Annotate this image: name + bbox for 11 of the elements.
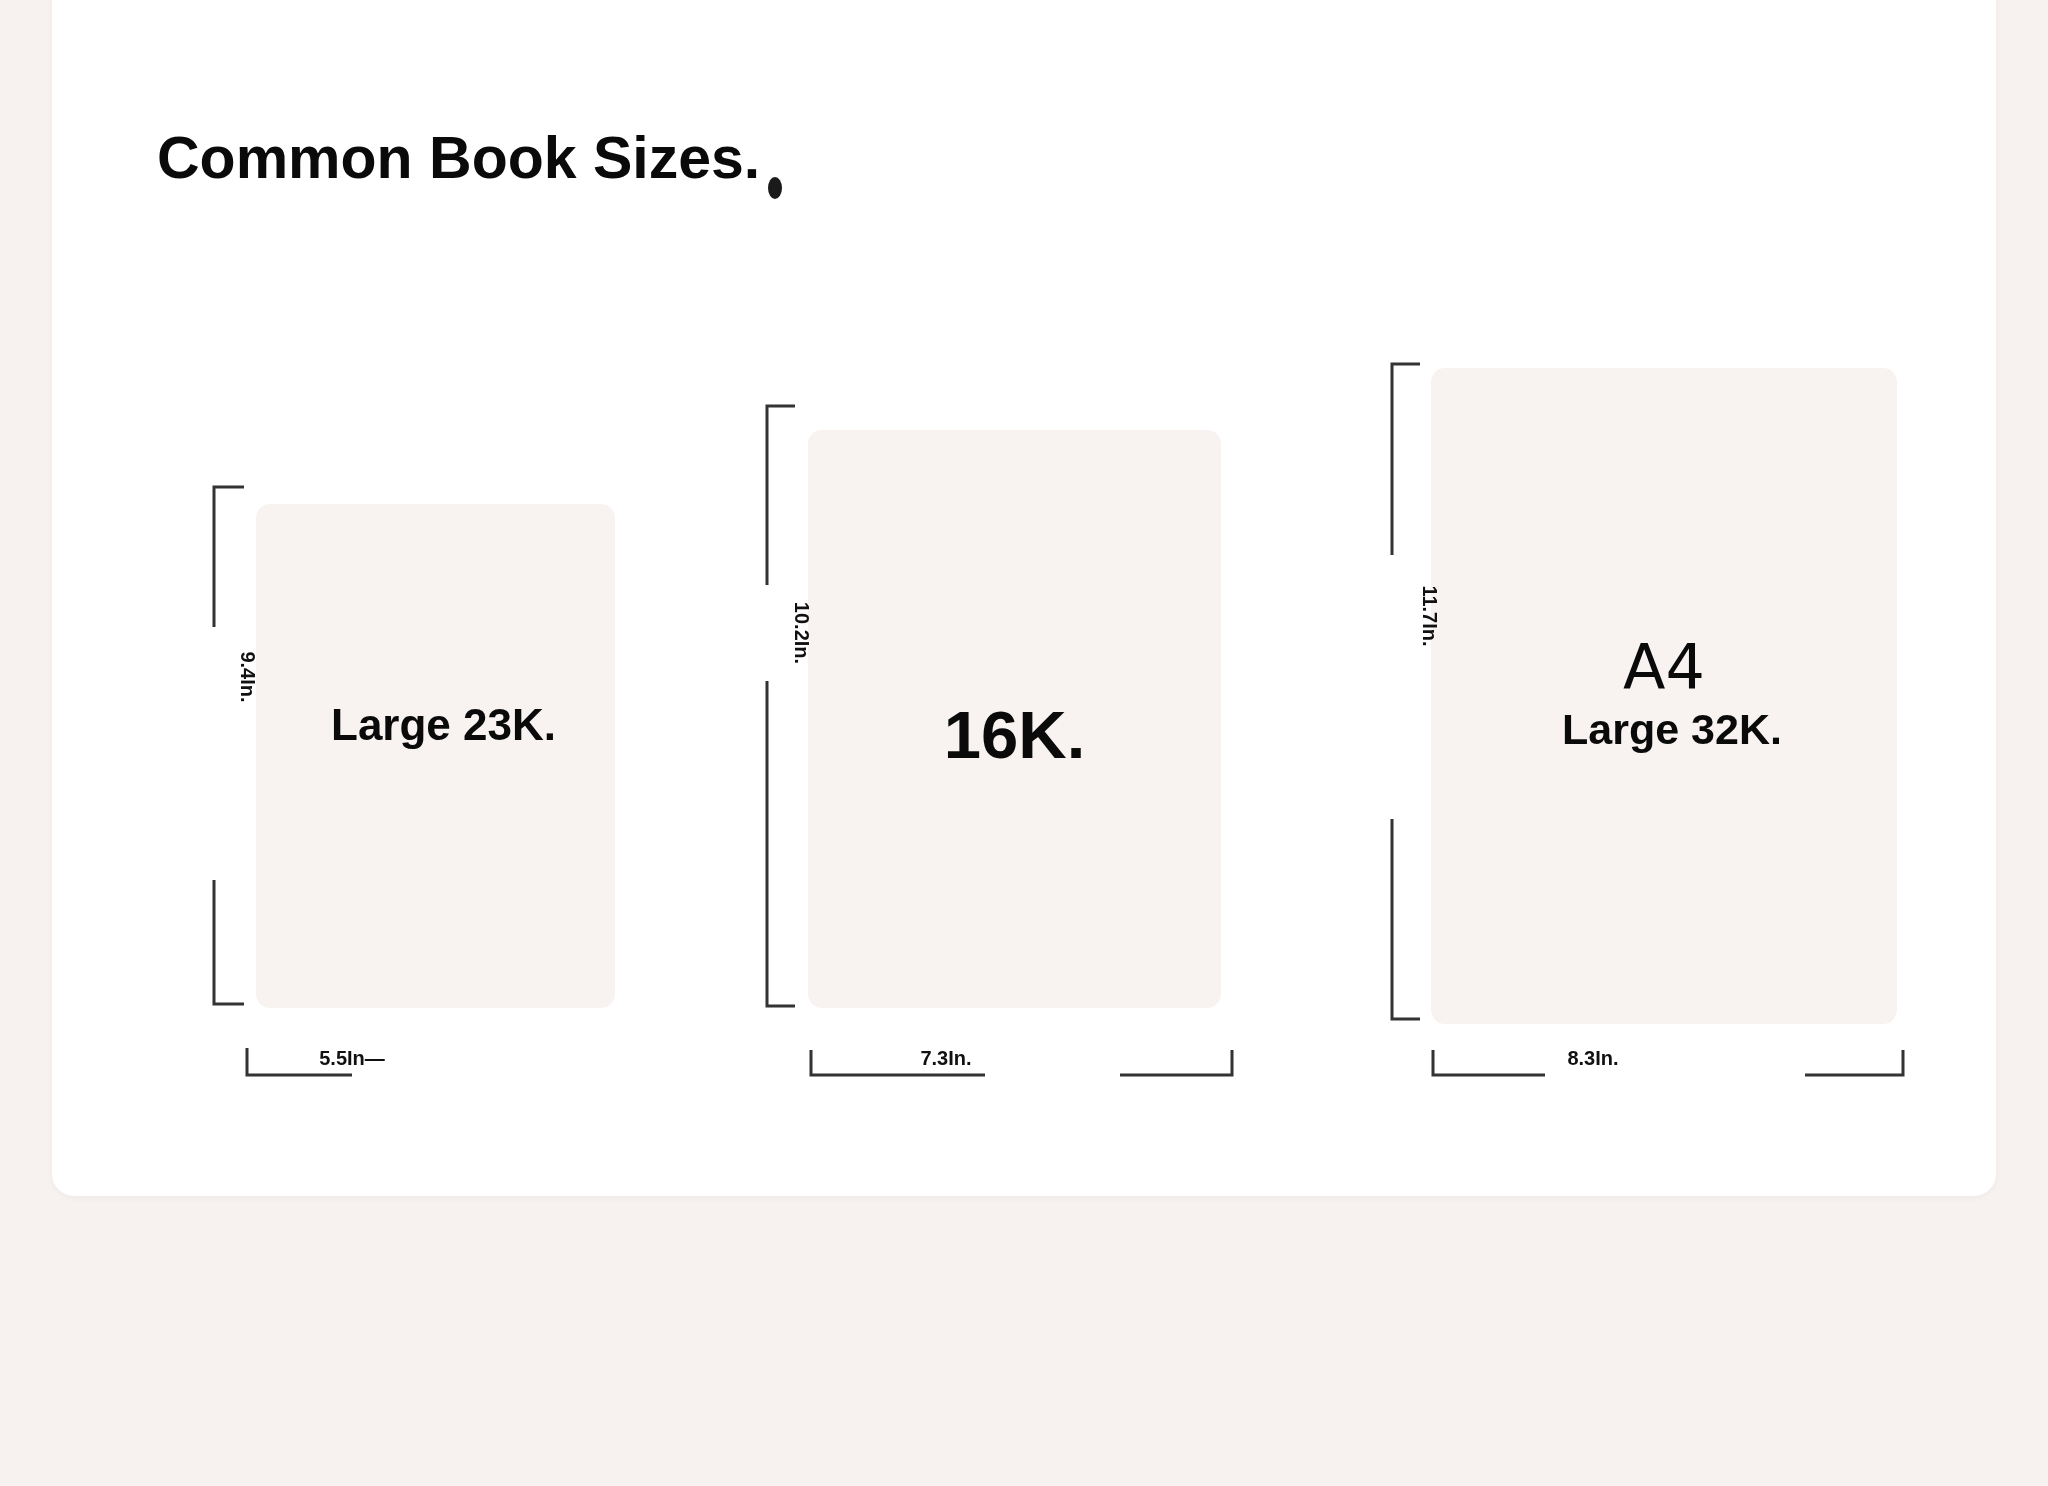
book-size-label: Large 23K. xyxy=(331,699,556,751)
dimension-label: 10.2In. xyxy=(791,601,813,665)
diagram-title: Common Book Sizes. xyxy=(157,124,761,192)
paper-size-label: A4 xyxy=(1623,632,1705,704)
dimension-label: 5.5In— xyxy=(319,1047,385,1069)
dimension-label: 9.4In. xyxy=(237,651,259,703)
book-size-label: 16K. xyxy=(943,696,1086,774)
dimension-label: 7.3In. xyxy=(920,1047,972,1069)
dimension-label: 8.3In. xyxy=(1567,1047,1619,1069)
book-size-label: Large 32K. xyxy=(1562,705,1782,755)
dimension-label: 11.7In. xyxy=(1419,585,1441,647)
